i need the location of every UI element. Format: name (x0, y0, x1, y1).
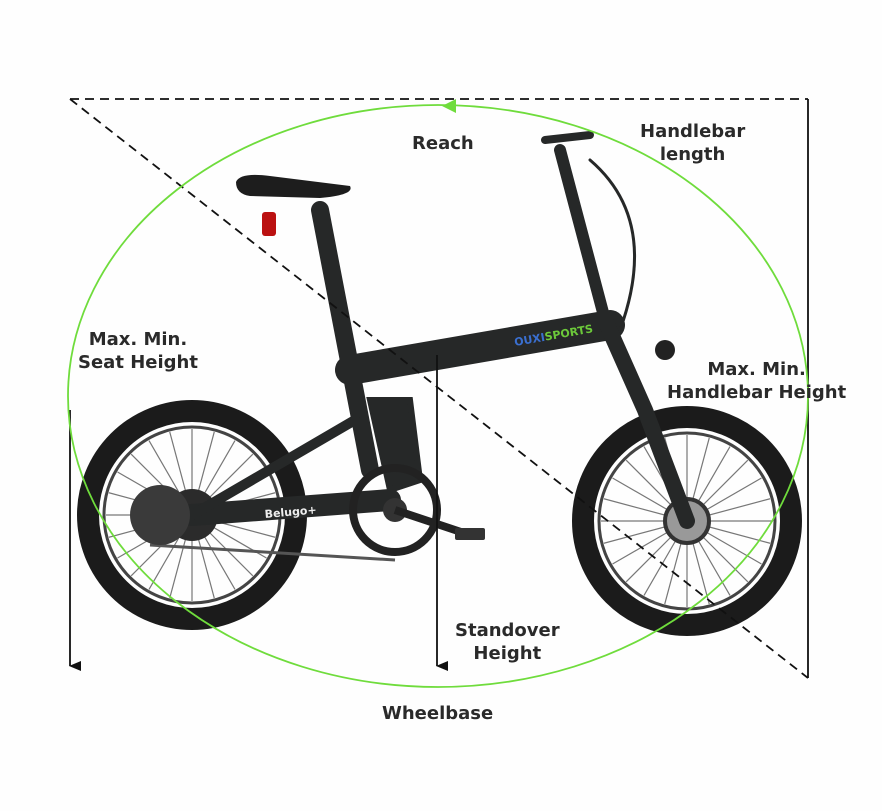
label-handlebar-height: Max. Min. Handlebar Height (667, 358, 846, 404)
chainstay-logo: Belugo+ (264, 503, 317, 520)
label-line: length (659, 144, 726, 165)
label-handlebar-length: Handlebar length (640, 120, 745, 166)
bike-illustration: OUXISPORTS Belugo+ (77, 131, 802, 636)
front-wheel (572, 406, 802, 636)
diagonal-dashed-line (69, 98, 809, 679)
wheelbase-ellipse (67, 104, 809, 688)
headlight (655, 340, 675, 360)
label-line: Handlebar Height (667, 382, 847, 403)
label-line: Max. Min. (707, 359, 806, 380)
label-line: Max. Min. (88, 329, 188, 350)
label-line: Seat Height (78, 352, 198, 373)
label-line: Height (473, 643, 542, 664)
label-reach: Reach (412, 133, 474, 154)
label-wheelbase: Wheelbase (382, 703, 494, 724)
rear-cassette (130, 485, 190, 545)
label-standover-height: Standover Height (455, 619, 560, 665)
label-line: Handlebar (640, 121, 746, 142)
reach-arrow-head-icon (442, 99, 456, 113)
seat (236, 174, 351, 236)
label-line: Standover (455, 620, 560, 641)
label-seat-height: Max. Min. Seat Height (78, 328, 198, 374)
